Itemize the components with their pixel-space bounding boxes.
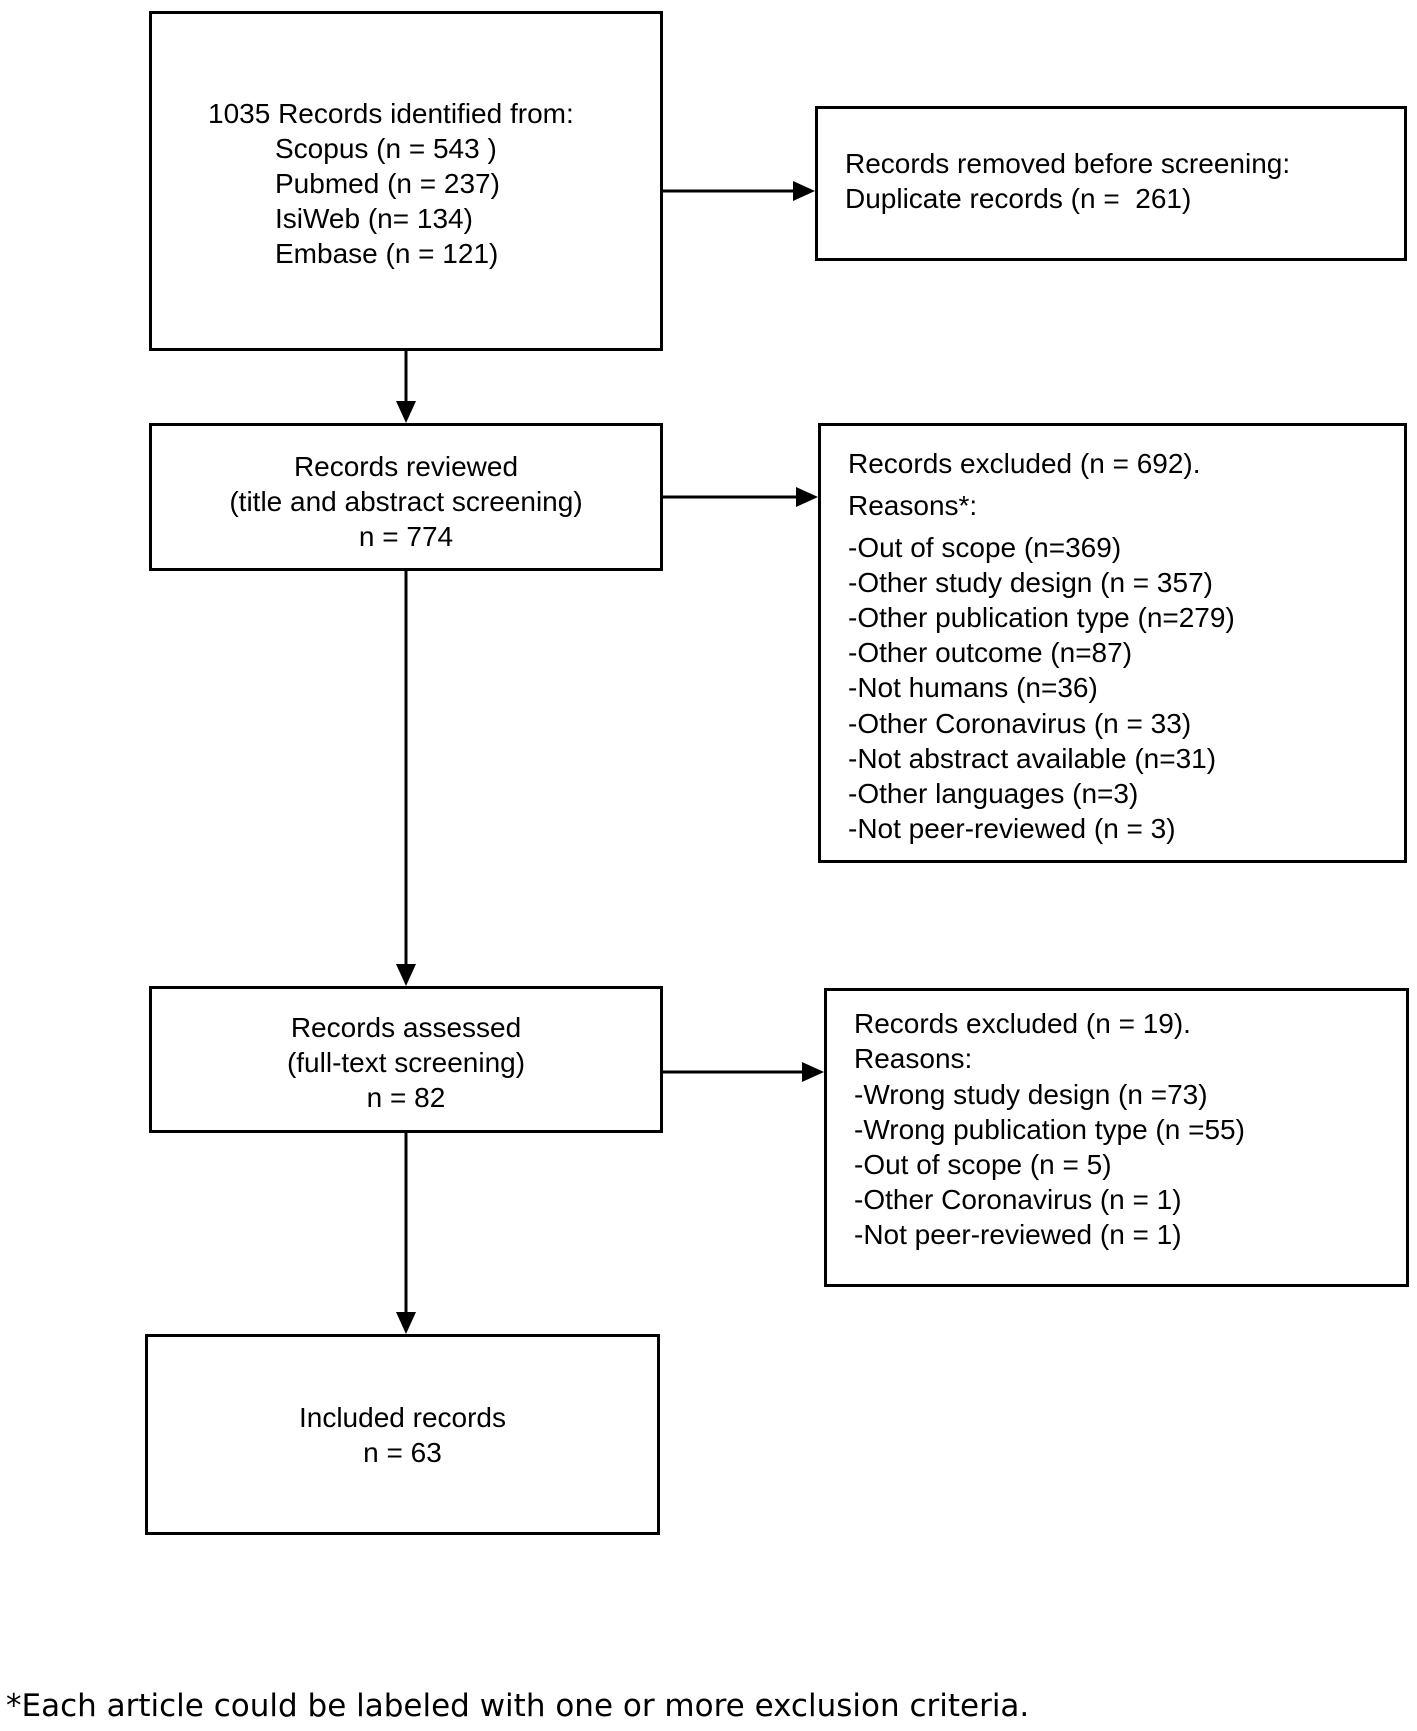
source-pubmed: Pubmed (n = 237) [275,168,500,199]
excluded-first-reason: -Not peer-reviewed (n = 3) [848,813,1176,844]
removed-heading: Records removed before screening: [845,148,1291,179]
arrow-to-included [396,1133,416,1334]
identification-box: 1035 Records identified from: Scopus (n … [149,11,663,351]
excluded-first-heading: Records excluded (n = 692). [848,448,1201,479]
assessed-box: Records assessed (full-text screening) n… [149,986,663,1133]
assessed-stage: (full-text screening) [286,1047,526,1078]
excluded-second-box: Records excluded (n = 19). Reasons: -Wro… [824,988,1409,1287]
excluded-first-reason: -Other study design (n = 357) [848,567,1213,598]
assessed-title: Records assessed [290,1012,522,1043]
excluded-second-reason: -Wrong study design (n =73) [854,1079,1208,1110]
arrow-to-assessed [396,571,416,986]
excluded-first-reasons-label: Reasons*: [848,490,978,521]
source-embase: Embase (n = 121) [275,238,499,269]
excluded-second-reason: -Other Coronavirus (n = 1) [854,1184,1182,1215]
arrow-to-removed [663,181,815,201]
reviewed-count: n = 774 [358,521,454,552]
excluded-second-reason: -Wrong publication type (n =55) [854,1114,1245,1145]
reviewed-title: Records reviewed [293,451,519,482]
excluded-second-heading: Records excluded (n = 19). [854,1008,1191,1039]
assessed-count: n = 82 [366,1082,446,1113]
arrow-to-excluded-second [663,1062,824,1082]
source-isiweb: IsiWeb (n= 134) [275,203,473,234]
arrow-to-reviewed [396,351,416,423]
included-box: Included records n = 63 [145,1334,660,1535]
excluded-second-reason: -Not peer-reviewed (n = 1) [854,1219,1182,1250]
included-title: Included records [298,1402,506,1433]
excluded-first-reason: -Other Coronavirus (n = 33) [848,708,1192,739]
excluded-first-reason: -Not abstract available (n=31) [848,743,1217,774]
excluded-first-reason: -Other outcome (n=87) [848,637,1133,668]
reviewed-box: Records reviewed (title and abstract scr… [149,423,663,571]
removed-box: Records removed before screening: Duplic… [815,106,1407,261]
excluded-first-reason: -Other languages (n=3) [848,778,1139,809]
removed-detail: Duplicate records (n = 261) [845,183,1192,214]
excluded-first-reason: -Out of scope (n=369) [848,532,1122,563]
source-scopus: Scopus (n = 543 ) [275,133,497,164]
reviewed-stage: (title and abstract screening) [229,486,583,517]
arrow-to-excluded-first [663,487,818,507]
excluded-second-reasons-label: Reasons: [854,1043,973,1074]
identification-heading: 1035 Records identified from: [208,98,574,129]
included-count: n = 63 [363,1437,442,1468]
excluded-second-reason: -Out of scope (n = 5) [854,1149,1112,1180]
excluded-first-reason: -Other publication type (n=279) [848,602,1235,633]
excluded-first-reason: -Not humans (n=36) [848,672,1098,703]
excluded-first-box: Records excluded (n = 692). Reasons*: -O… [818,423,1407,863]
footnote: *Each article could be labeled with one … [6,1688,1030,1724]
